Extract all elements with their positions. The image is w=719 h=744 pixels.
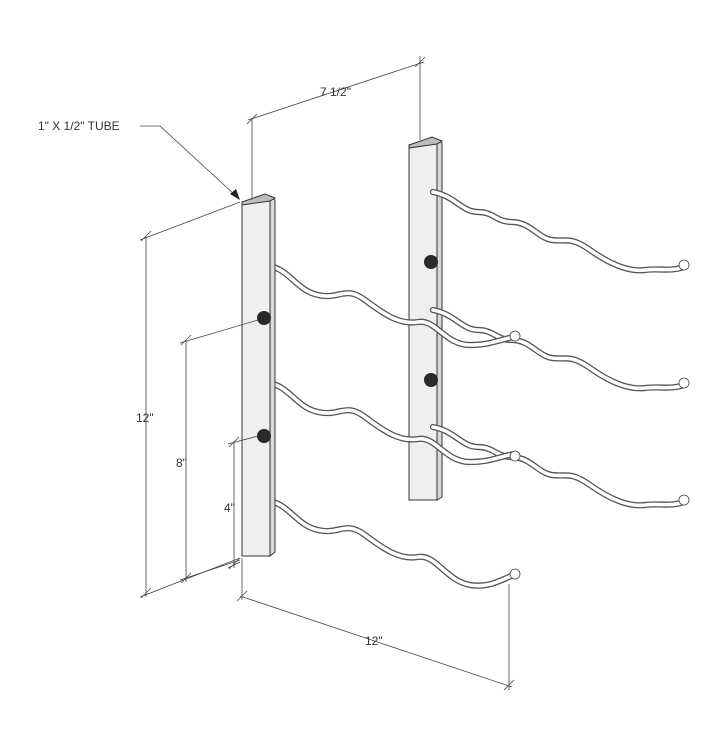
dimension-depth: 12"	[236, 558, 515, 691]
front-rods	[261, 261, 521, 589]
dimension-width: 7 1/2"	[246, 56, 426, 200]
back-rods	[429, 188, 690, 509]
dimension-height-mid: 8"	[176, 319, 259, 584]
front-tube-hole-lower	[257, 429, 271, 443]
dimension-height-low: 4"	[224, 435, 259, 570]
dimension-height-total: 12"	[136, 201, 241, 599]
dimension-width-label: 7 1/2"	[320, 85, 351, 99]
tube-callout: 1" X 1/2" TUBE	[38, 119, 240, 200]
dimension-depth-label: 12"	[365, 634, 383, 648]
front-tube	[241, 193, 277, 558]
back-tube	[408, 136, 444, 501]
front-rod-2	[261, 378, 521, 466]
dimension-height-total-label: 12"	[136, 411, 154, 425]
back-tube-hole-upper	[424, 255, 438, 269]
front-rod-1	[261, 261, 521, 349]
front-rod-3	[261, 496, 521, 589]
tube-callout-label: 1" X 1/2" TUBE	[38, 119, 120, 133]
front-tube-hole-upper	[257, 311, 271, 325]
back-rod-2	[429, 306, 690, 392]
dimension-height-low-label: 4"	[224, 501, 235, 515]
back-rod-1	[429, 188, 690, 274]
back-rod-3	[429, 423, 690, 509]
back-tube-hole-lower	[424, 373, 438, 387]
dimension-height-mid-label: 8"	[176, 456, 187, 470]
